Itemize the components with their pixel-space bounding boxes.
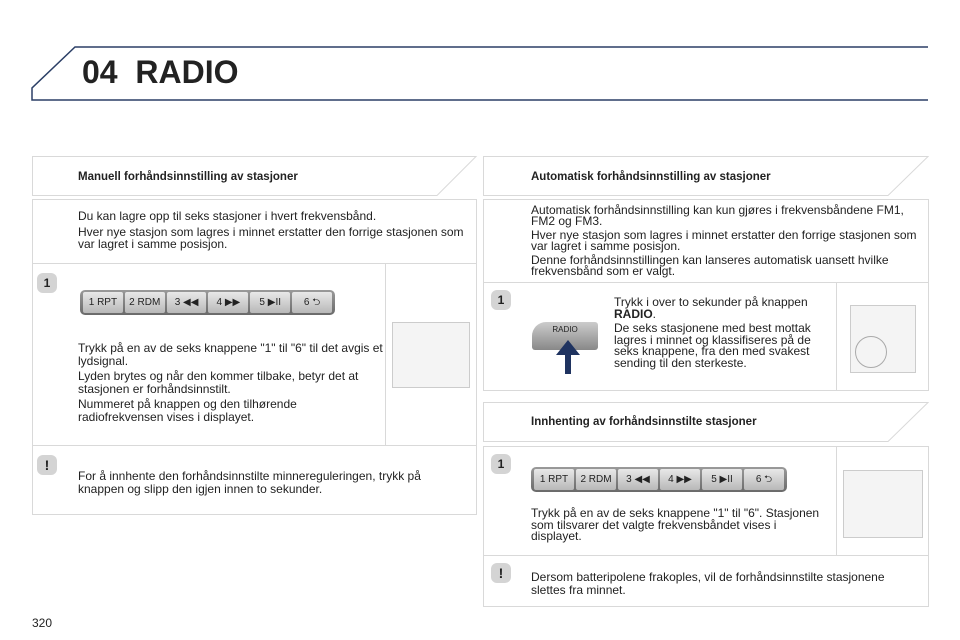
chapter-header-frame: [31, 46, 928, 101]
intro-paragraph: Denne forhåndsinnstillingen kan lanseres…: [531, 253, 889, 278]
left-section-header-frame: [32, 156, 478, 196]
intro-paragraph: Automatisk forhåndsinnstilling kan kun g…: [531, 203, 904, 228]
preset-button-3: 3 ◀◀: [618, 469, 658, 490]
preset-button-6: 6 ⮌: [292, 292, 332, 313]
right-step-image-cell: [836, 282, 929, 391]
chapter-number: 04: [82, 54, 118, 90]
right-step-text: Trykk i over to sekunder på knappen RADI…: [614, 295, 834, 372]
right-warning-box: [483, 555, 929, 607]
intro-paragraph: Du kan lagre opp til seks stasjoner i hv…: [78, 209, 377, 223]
preset-button-2: 2 RDM: [576, 469, 616, 490]
right-section-header-frame: [483, 156, 929, 196]
radio-panel-thumbnail: [850, 305, 916, 373]
chapter-title: 04 RADIO: [82, 54, 238, 91]
right-warning-text: Dersom batteripolene frakoples, vil de f…: [531, 570, 885, 597]
right-step2-text: Trykk på en av de seks knappene "1" til …: [531, 506, 820, 543]
radio-panel-thumbnail: [843, 470, 923, 538]
step-paragraph: Nummeret på knappen og den tilhørende ra…: [78, 397, 297, 424]
step-number-badge: 1: [491, 290, 511, 310]
warning-icon: !: [491, 563, 511, 583]
preset-button-4: 4 ▶▶: [208, 292, 249, 313]
chapter-name: RADIO: [135, 54, 239, 90]
intro-paragraph: Hver nye stasjon som lagres i minnet ers…: [531, 228, 917, 253]
right-section-title: Automatisk forhåndsinnstilling av stasjo…: [531, 171, 771, 183]
preset-buttons-strip: 1 RPT 2 RDM 3 ◀◀ 4 ▶▶ 5 ▶II 6 ⮌: [531, 467, 787, 492]
step-paragraph: Lyden brytes og når den kommer tilbake, …: [78, 369, 359, 396]
step-text-part: .: [652, 306, 657, 321]
step-paragraph: Trykk i over to sekunder på knappen RADI…: [614, 295, 834, 321]
step-paragraph: De seks stasjonene med best mottak lagre…: [614, 321, 811, 370]
left-step-text: Trykk på en av de seks knappene "1" til …: [78, 342, 383, 426]
preset-button-5: 5 ▶II: [702, 469, 742, 490]
left-warning-text: For å innhente den forhåndsinnstilte min…: [78, 469, 421, 496]
intro-paragraph: Hver nye stasjon som lagres i minnet ers…: [78, 224, 464, 251]
right-section2-header-frame: [483, 402, 929, 442]
warning-icon: !: [37, 455, 57, 475]
volume-knob-icon: [855, 336, 887, 368]
press-arrow-icon: [556, 340, 580, 374]
preset-button-4: 4 ▶▶: [660, 469, 700, 490]
preset-button-2: 2 RDM: [124, 292, 165, 313]
left-intro-text: Du kan lagre opp til seks stasjoner i hv…: [78, 210, 468, 254]
step-number-badge: 1: [37, 273, 57, 293]
left-warning-box: [32, 445, 477, 515]
page-number: 320: [32, 616, 53, 630]
preset-button-5: 5 ▶II: [250, 292, 291, 313]
preset-button-1: 1 RPT: [534, 469, 574, 490]
preset-button-6: 6 ⮌: [744, 469, 784, 490]
radio-panel-thumbnail: [392, 322, 470, 388]
right-section2-title: Innhenting av forhåndsinnstilte stasjone…: [531, 416, 757, 428]
left-section-title: Manuell forhåndsinnstilling av stasjoner: [78, 171, 298, 183]
preset-button-1: 1 RPT: [83, 292, 123, 313]
step-number-badge: 1: [491, 454, 511, 474]
radio-keyword: RADIO: [614, 306, 653, 321]
right-intro-text: Automatisk forhåndsinnstilling kan kun g…: [531, 203, 921, 280]
step-paragraph: Trykk på en av de seks knappene "1" til …: [78, 341, 383, 368]
preset-button-3: 3 ◀◀: [166, 292, 207, 313]
step-text-part: Trykk i over to sekunder på knappen: [614, 295, 808, 309]
preset-buttons-strip: 1 RPT 2 RDM 3 ◀◀ 4 ▶▶ 5 ▶II 6 ⮌: [80, 290, 335, 315]
